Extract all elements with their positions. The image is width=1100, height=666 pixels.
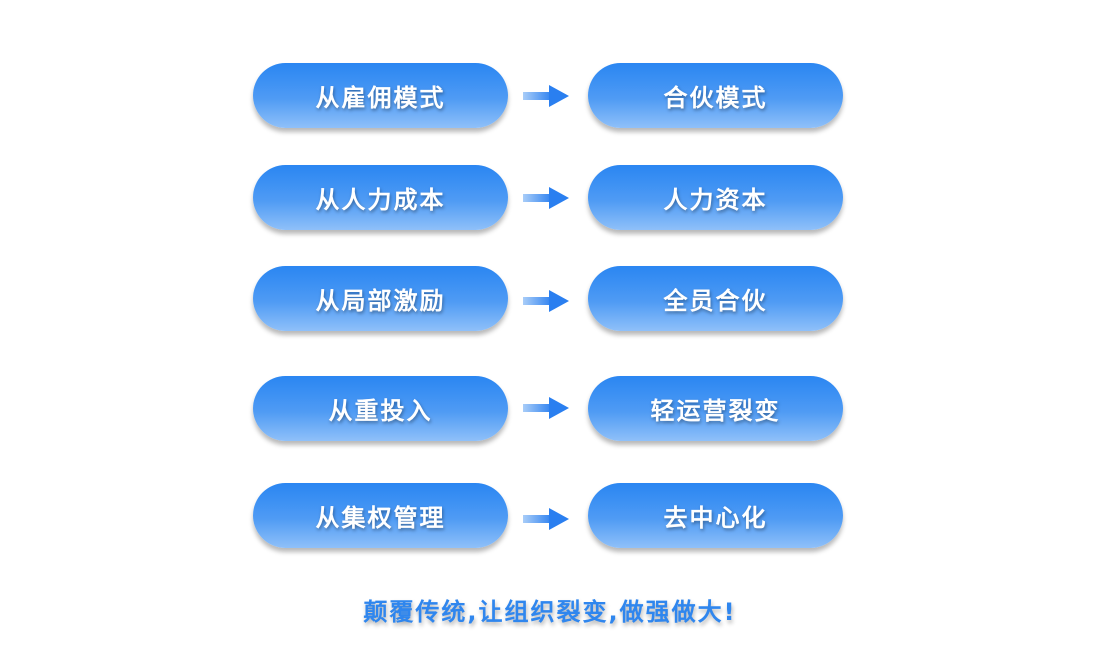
to-pill: 合伙模式 (588, 63, 843, 128)
to-pill: 轻运营裂变 (588, 376, 843, 441)
from-pill: 从重投入 (253, 376, 508, 441)
arrow-right-icon (523, 187, 569, 209)
arrow-right-icon (523, 85, 569, 107)
arrow-right-icon (523, 290, 569, 312)
transformation-row: 从局部激励 全员合伙 (0, 266, 1100, 332)
transformation-row: 从重投入 轻运营裂变 (0, 376, 1100, 442)
from-pill: 从人力成本 (253, 165, 508, 230)
transformation-row: 从人力成本 人力资本 (0, 165, 1100, 231)
to-pill: 去中心化 (588, 483, 843, 548)
arrow-right-icon (523, 397, 569, 419)
to-pill: 人力资本 (588, 165, 843, 230)
from-pill: 从局部激励 (253, 266, 508, 331)
transformation-row: 从集权管理 去中心化 (0, 483, 1100, 549)
from-pill: 从集权管理 (253, 483, 508, 548)
arrow-right-icon (523, 508, 569, 530)
slogan: 颠覆传统,让组织裂变,做强做大! (363, 598, 737, 626)
to-pill: 全员合伙 (588, 266, 843, 331)
transformation-row: 从雇佣模式 合伙模式 (0, 63, 1100, 129)
from-pill: 从雇佣模式 (253, 63, 508, 128)
